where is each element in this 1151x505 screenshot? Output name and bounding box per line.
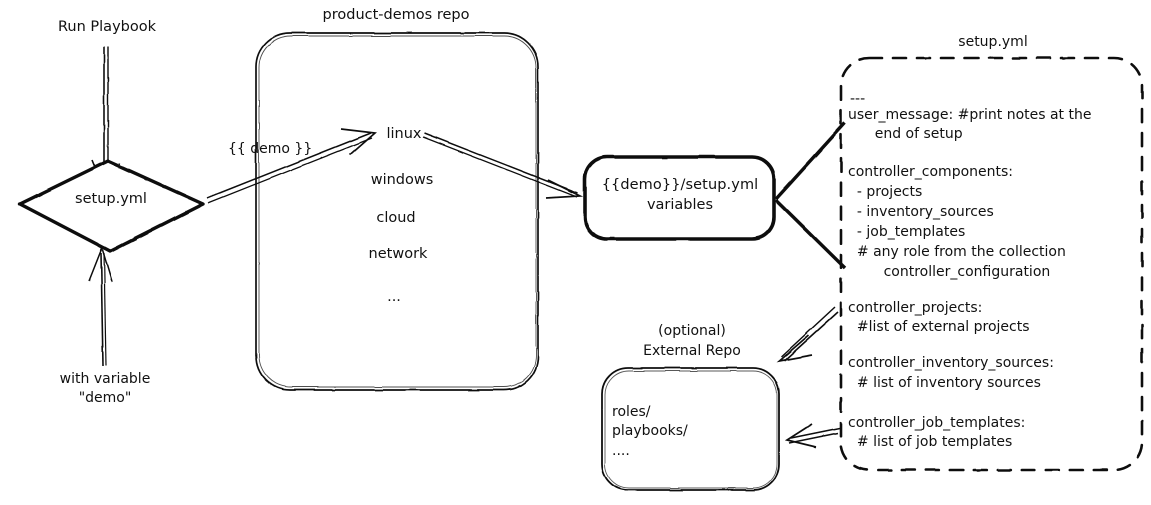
with-variable-line2: "demo" [78, 390, 132, 406]
arrow-run-playbook [91, 47, 121, 200]
setup-panel-line-7: - job_templates [848, 224, 966, 240]
setup-panel-line-15: # list of inventory sources [848, 375, 1041, 391]
setup-panel-title: setup.yml [958, 34, 1028, 50]
setup-panel-line-4: controller_components: [848, 164, 1013, 180]
demo-variable-edge-label: {{ demo }} [228, 141, 313, 157]
setup-panel-line-18: # list of job templates [848, 434, 1013, 450]
external-repo-title-line1: (optional) [658, 323, 726, 339]
setup-panel-line-14: controller_inventory_sources: [848, 355, 1054, 371]
external-repo-item-ellipsis: .... [612, 443, 630, 459]
variables-box-line2: variables [646, 197, 714, 213]
arrow-linux-to-variables [422, 132, 584, 199]
setup-panel-line-12: #list of external projects [848, 319, 1030, 335]
external-repo-item-playbooks[interactable]: playbooks/ [612, 423, 688, 439]
variables-box-line1: {{demo}}/setup.yml [601, 177, 759, 193]
arrow-with-variable [88, 245, 113, 367]
setup-panel-line-2: end of setup [848, 126, 963, 142]
setup-panel-line-9: controller_configuration [848, 264, 1051, 280]
setup-panel-line-11: controller_projects: [848, 300, 983, 316]
repo-item-linux[interactable]: linux [386, 126, 422, 142]
setup-panel-line-6: - inventory_sources [848, 204, 994, 220]
arrow-projects-to-external-repo [776, 306, 839, 363]
run-playbook-label: Run Playbook [58, 19, 156, 35]
connector-setup-to-variables [774, 121, 847, 270]
repo-item-network[interactable]: network [368, 246, 428, 262]
setup-panel-line-1: user_message: #print notes at the [848, 107, 1092, 123]
external-repo-title-line2: External Repo [643, 343, 741, 359]
external-repo-item-roles[interactable]: roles/ [612, 404, 651, 420]
with-variable-line1: with variable [59, 371, 151, 387]
product-demos-repo-title: product-demos repo [322, 7, 470, 23]
setup-panel-line-0: --- [850, 91, 866, 107]
setup-yml-node-label: setup.yml [75, 191, 147, 207]
repo-item-cloud[interactable]: cloud [376, 210, 416, 226]
setup-panel-line-8: # any role from the collection [848, 244, 1066, 260]
arrow-job-templates-to-external-repo [784, 423, 841, 448]
repo-item-ellipsis: ... [387, 289, 401, 305]
setup-panel-line-5: - projects [848, 184, 923, 200]
repo-item-windows[interactable]: windows [370, 172, 434, 188]
setup-panel-line-17: controller_job_templates: [848, 415, 1026, 431]
